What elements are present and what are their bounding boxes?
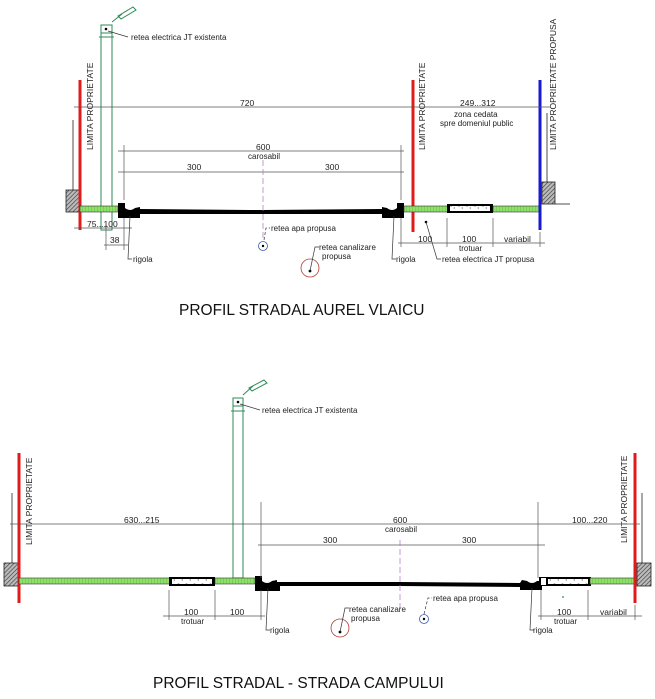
dim-variabil: variabil <box>504 234 531 244</box>
dim-total-left: 720 <box>240 98 254 108</box>
right-trotuar-label: trotuar <box>554 617 577 626</box>
dim-total-left-2: 630...215 <box>124 515 160 525</box>
road-profile <box>118 203 404 218</box>
dim-total-right: 249...312 <box>460 98 496 108</box>
profile2-title: PROFIL STRADAL - STRADA CAMPULUI <box>153 675 444 692</box>
dim-half-left: 300 <box>187 162 201 172</box>
property-limit-mid-label: LIMITA PROPRIETATE <box>417 62 427 150</box>
water-pipe-label-2: retea apa propusa <box>433 594 498 603</box>
carosabil-label-2: carosabil <box>385 525 417 534</box>
property-limit-left-label-2: LIMITA PROPRIETATE <box>24 457 34 545</box>
right-fence-footing <box>541 181 556 205</box>
water-pipe-label: retea apa propusa <box>271 224 336 233</box>
dimension-lines <box>74 106 550 240</box>
zona-cedata-label: zona cedata <box>454 110 498 119</box>
rigola-left-label: rigola <box>133 255 153 264</box>
zona-cedata-label-2: spre domeniul public <box>440 119 513 128</box>
left-green-strip <box>79 205 119 213</box>
left-fence-footing <box>65 189 80 213</box>
property-limit-left-label: LIMITA PROPRIETATE <box>85 62 95 150</box>
dim-half-right-2: 300 <box>462 535 476 545</box>
sewer-pipe-label-2: propusa <box>322 252 351 261</box>
road-profile-2 <box>255 576 542 591</box>
water-pipe-icon <box>258 241 268 251</box>
dim-half-left-2: 300 <box>323 535 337 545</box>
carosabil-label: carosabil <box>248 152 280 161</box>
dim-variabil-2: variabil <box>600 607 627 617</box>
dim-left-rigola: 38 <box>110 235 120 245</box>
property-limit-proposed-label: LIMITA PROPRIETATE PROPUSA <box>548 18 558 150</box>
pole-leader-line <box>107 30 129 38</box>
pole-label: retea electrica JT existenta <box>131 33 227 42</box>
dim-carosabil-2: 600 <box>393 515 407 525</box>
profile1-title: PROFIL STRADAL AUREL VLAICU <box>179 302 425 319</box>
dim-left-trotuar: 100 <box>184 607 198 617</box>
sewer-pipe-label-4: propusa <box>351 614 380 623</box>
dim-trotuar: 100 <box>462 234 476 244</box>
trotuar-label: trotuar <box>459 244 482 253</box>
left-trotuar-label: trotuar <box>181 617 204 626</box>
profile-strada-campului: retea electrica JT existenta LIMITA PROP… <box>3 379 652 692</box>
dim-right-green: 100 <box>418 234 432 244</box>
dim-half-right: 300 <box>325 162 339 172</box>
dim-right-trotuar: 100 <box>557 607 571 617</box>
electric-proposed-label: retea electrica JT propusa <box>442 255 535 264</box>
profile-aurel-vlaicu: retea electrica JT existenta LIMITA PROP… <box>65 6 570 319</box>
property-limit-right-label-2: LIMITA PROPRIETATE <box>619 455 629 543</box>
dim-left-green: 100 <box>230 607 244 617</box>
dim-carosabil: 600 <box>256 142 270 152</box>
rigola-right-label-2: rigola <box>533 626 553 635</box>
water-pipe-icon-2 <box>419 614 429 624</box>
sewer-pipe-icon-2 <box>330 618 350 638</box>
sewer-pipe-label-3: retea canalizare <box>349 605 406 614</box>
dim-total-right-2: 100...220 <box>572 515 608 525</box>
pole-label-2: retea electrica JT existenta <box>262 406 358 415</box>
dim-left-verge: 75...100 <box>87 219 118 229</box>
sewer-pipe-icon <box>300 258 320 278</box>
rigola-left-label-2: rigola <box>270 626 290 635</box>
sewer-pipe-label: retea canalizare <box>319 243 376 252</box>
electric-pole-icon <box>99 6 137 231</box>
rigola-right-label: rigola <box>396 255 416 264</box>
